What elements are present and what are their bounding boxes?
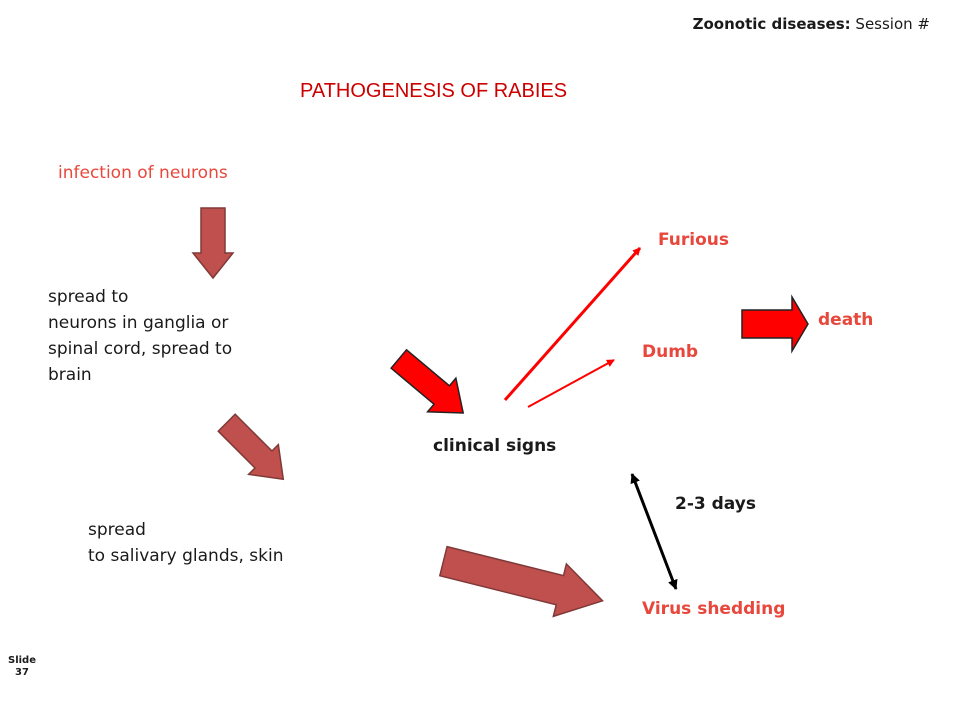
dumb-label: Dumb xyxy=(642,342,699,362)
double-arrow-duration xyxy=(630,473,678,590)
line-arrow-to-dumb xyxy=(527,359,615,408)
duration-label: 2-3 days xyxy=(675,494,756,514)
furious-label: Furious xyxy=(658,230,729,250)
virus-shedding-label: Virus shedding xyxy=(642,599,786,619)
step-spread-brain-line: spread to xyxy=(48,287,129,307)
course-name: Zoonotic diseases: xyxy=(692,15,851,33)
step-spread-salivary-line: spread xyxy=(88,520,146,540)
line-arrow-to-furious xyxy=(503,247,642,401)
block-arrow-salivary-to-shedding xyxy=(438,545,604,618)
death-label: death xyxy=(818,310,874,330)
step-spread-brain: spread to neurons in ganglia or spinal c… xyxy=(48,284,232,388)
slide-number-value: 37 xyxy=(15,667,29,678)
step-spread-brain-line: brain xyxy=(48,365,92,385)
page-title: PATHOGENESIS OF RABIES xyxy=(300,80,568,102)
block-arrow-infection-to-brain xyxy=(191,207,235,280)
step-infection: infection of neurons xyxy=(58,163,228,183)
slide-header: Zoonotic diseases: Session # xyxy=(693,15,930,33)
slide-number-label: Slide xyxy=(8,655,36,666)
step-spread-salivary: spread to salivary glands, skin xyxy=(88,517,283,569)
slide-number: Slide 37 xyxy=(8,655,36,679)
session-label: Session # xyxy=(855,15,930,33)
step-spread-brain-line: neurons in ganglia or xyxy=(48,313,229,333)
clinical-signs-label: clinical signs xyxy=(433,436,557,456)
block-arrow-brain-to-salivary xyxy=(217,413,285,481)
step-spread-salivary-line: to salivary glands, skin xyxy=(88,546,284,566)
step-spread-brain-line: spinal cord, spread to xyxy=(48,339,233,359)
block-arrow-to-death xyxy=(741,294,809,354)
block-arrow-brain-to-clinical xyxy=(390,348,465,414)
